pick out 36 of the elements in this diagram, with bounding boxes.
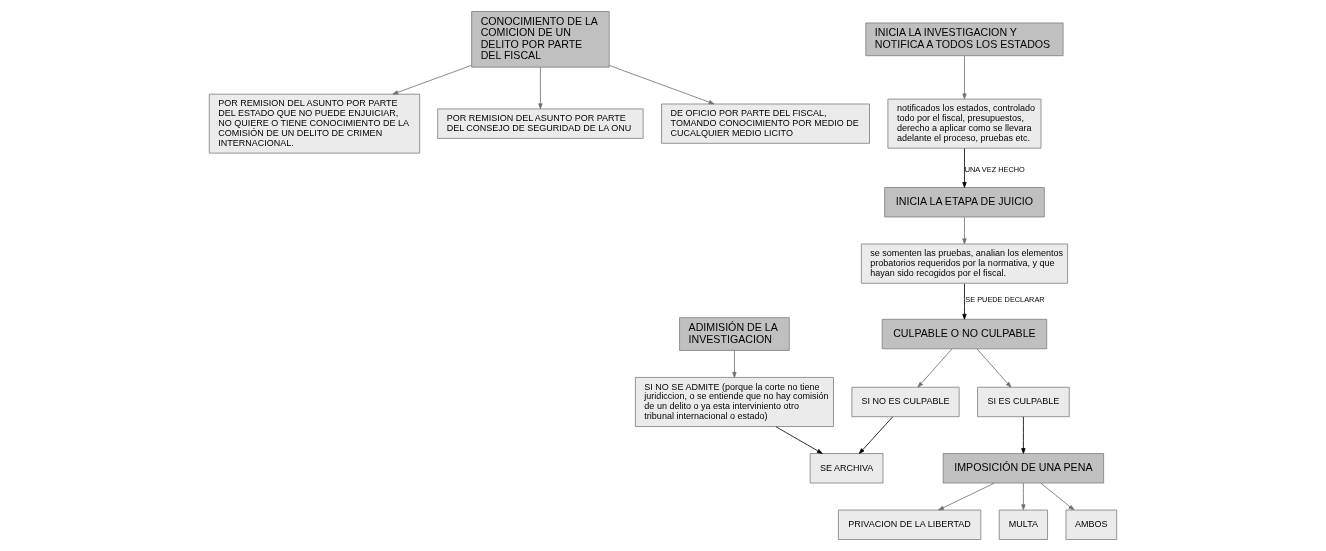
node-box: CULPABLE O NO CULPABLE [881, 318, 1048, 350]
arrow [392, 65, 472, 95]
node-box: INICIA LA ETAPA DE JUICIO [884, 187, 1045, 218]
node-box: MULTA [998, 509, 1048, 540]
node-box: SE ARCHIVA [809, 453, 884, 484]
node-box: INICIA LA INVESTIGACION Y NOTIFICA A TODOS LOS ESTADOS [865, 22, 1064, 57]
node-box: SI NO ES CULPABLE [851, 386, 960, 418]
node-box: DE OFICIO POR PARTE DEL FISCAL, TOMANDO CONOCIMIENTO POR MEDIO DE CUCALQUIER MEDIO LICITO [661, 103, 870, 144]
node-box: POR REMISION DEL ASUNTO POR PARTE DEL CONSEJO DE SEGURIDAD DE LA ONU [437, 108, 644, 139]
arrow [938, 482, 995, 511]
edge-label: UNA VEZ HECHO [964, 165, 1025, 175]
node-box: PRIVACION DE LA LIBERTAD [838, 509, 982, 540]
arrow [1040, 482, 1075, 511]
node-box: AMBOS [1065, 509, 1118, 540]
node-box: CONOCIMIENTO DE LA COMICION DE UN DELITO POR PARTE DEL FISCAL [471, 11, 610, 68]
arrow [976, 348, 1012, 388]
arrow [775, 426, 823, 454]
arrow [962, 148, 967, 188]
arrow [1021, 482, 1026, 511]
node-box: SI NO SE ADMITE (porque la corte no tiene juridiccion, o se entiende que no hay comisión de un delito o ya esta interviniento otro tribunal internacional o estado) [634, 377, 834, 427]
arrow [538, 66, 543, 110]
arrow [858, 416, 894, 454]
node-box: POR REMISION DEL ASUNTO POR PARTE DEL ESTADO QUE NO PUEDE ENJUICIAR, NO QUIERE O TIENE CONOCIMIENTO DE LA COMISIÓN DE UN DELITO DE CRIMEN INTERNACIONAL. [208, 93, 421, 154]
arrow [962, 283, 967, 320]
arrow [732, 350, 737, 378]
arrow [917, 348, 953, 388]
arrow [1021, 416, 1026, 454]
arrow [962, 216, 967, 245]
edge-label: SE PUEDE DECLARAR [965, 295, 1045, 305]
node-box: se somenten las pruebas, analian los elementos probatorios requeridos por la normativa, y que hayan sido recogidos por el fiscal. [860, 243, 1068, 284]
node-box: IMPOSICIÓN DE UNA PENA [942, 453, 1105, 484]
arrow [962, 55, 967, 100]
node-box: SI ES CULPABLE [977, 386, 1070, 418]
node-box: notificados los estados, controlado todo por el fiscal, presupuestos, derecho a aplicar como se llevara adelante el proceso, pruebas etc. [887, 98, 1042, 149]
arrow [608, 65, 715, 105]
node-box: ADIMISIÓN DE LA INVESTIGACION [679, 317, 790, 351]
